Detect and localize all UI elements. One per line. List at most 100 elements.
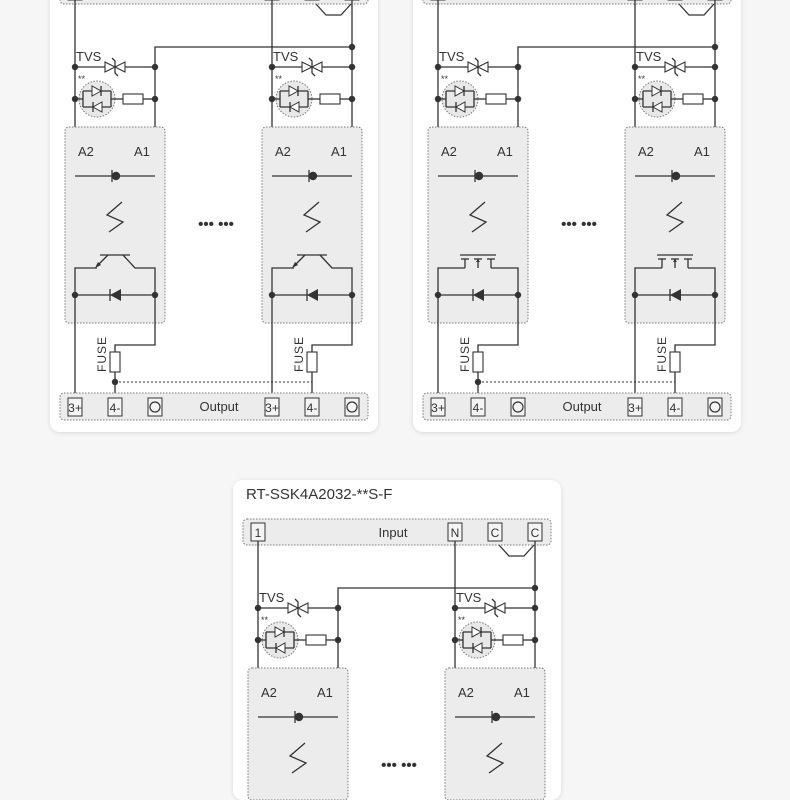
wire [634,267,662,295]
tvs-bar [671,57,679,77]
output-terminal-box [470,397,486,417]
output-label: Output [199,399,238,414]
tvs-diode-icon [467,61,480,73]
led-diode-icon [274,642,286,654]
junction-dot [348,43,356,51]
resistor-icon [682,93,704,105]
ellipsis: ••• ••• [381,757,417,774]
tvs-label: TVS [273,49,299,64]
output-terminal-label: 4- [307,401,318,415]
led-diode-icon [91,101,103,113]
led-diode-icon [454,85,466,97]
input-bar [242,518,552,546]
wire [271,267,294,295]
led-diode-icon [651,101,663,113]
junction-dot [268,63,276,71]
isolation-symbol-icon [288,742,308,774]
junction-dot [631,63,639,71]
input-terminal-label: N [451,526,460,540]
output-label: Output [562,399,601,414]
tvs-bar [294,598,302,618]
terminal-circle-icon [346,401,358,413]
fuse-icon [109,351,121,373]
tvs-bar [474,57,482,77]
junction-dot [631,95,639,103]
output-terminal-label: 4- [110,401,121,415]
junction-dot [434,63,442,71]
junction-dot [254,604,262,612]
input-terminal-label: C [531,526,540,540]
wire [337,587,535,608]
a1-label: A1 [514,685,530,700]
led-indicator-icon [261,621,299,659]
a1-label: A1 [497,144,513,159]
input-led-icon [111,171,121,181]
a1-label: A1 [694,144,710,159]
resistor-icon [305,634,327,646]
resistor-icon [122,93,144,105]
relay-module-box [247,667,349,800]
led-indicator-icon [275,80,313,118]
led-mark: ** [458,615,466,625]
terminal-circle-icon [149,401,161,413]
fuse-label: FUSE [292,336,306,372]
led-diode-icon [454,101,466,113]
fuse-label: FUSE [95,336,109,372]
junction-dot [531,636,539,644]
tvs-diode-icon [113,61,126,73]
led-diode-icon [288,85,300,97]
isolation-symbol-icon [105,201,125,233]
resistor-icon [502,634,524,646]
input-bar [59,0,369,5]
isolation-symbol-icon [302,201,322,233]
junction-dot [348,63,356,71]
tvs-diode-icon [310,61,323,73]
junction-dot [334,604,342,612]
junction-dot [451,604,459,612]
junction-dot [71,95,79,103]
tvs-diode-icon [104,61,117,73]
input-led-icon [491,712,501,722]
junction-dot [451,636,459,644]
terminal-circle-icon [512,401,524,413]
a2-label: A2 [458,685,474,700]
tvs-diode-icon [287,602,300,614]
tvs-bar [111,57,119,77]
tvs-label: TVS [456,590,482,605]
junction-dot [254,636,262,644]
junction-dot [71,63,79,71]
led-mark: ** [638,74,646,84]
mosfet-arrow [673,259,677,262]
wire [114,295,156,352]
input-terminal-box [447,522,463,542]
tvs-diode-icon [301,61,314,73]
tvs-diode-icon [673,61,686,73]
output-terminal-box [67,397,83,417]
tvs-diode-icon [493,602,506,614]
output-terminal-box [147,397,163,417]
tvs-bar [308,57,316,77]
terminal-circle-icon [709,401,721,413]
led-mark: ** [78,74,86,84]
output-diode-icon [473,289,484,301]
led-mark: ** [441,74,449,84]
junction-dot [711,43,719,51]
wire [319,254,353,295]
input-led-icon [474,171,484,181]
a2-label: A2 [275,144,291,159]
tvs-diode-icon [664,61,677,73]
output-diode-icon [670,289,681,301]
input-terminal-box [527,522,543,542]
output-terminal-label: 4- [473,401,484,415]
a2-label: A2 [441,144,457,159]
fuse-label: FUSE [458,336,472,372]
wire [311,295,353,352]
input-terminal-label: 1 [255,526,262,540]
fuse-icon [472,351,484,373]
jumper-wire [315,3,352,16]
junction-dot [711,95,719,103]
output-terminal-box [707,397,723,417]
